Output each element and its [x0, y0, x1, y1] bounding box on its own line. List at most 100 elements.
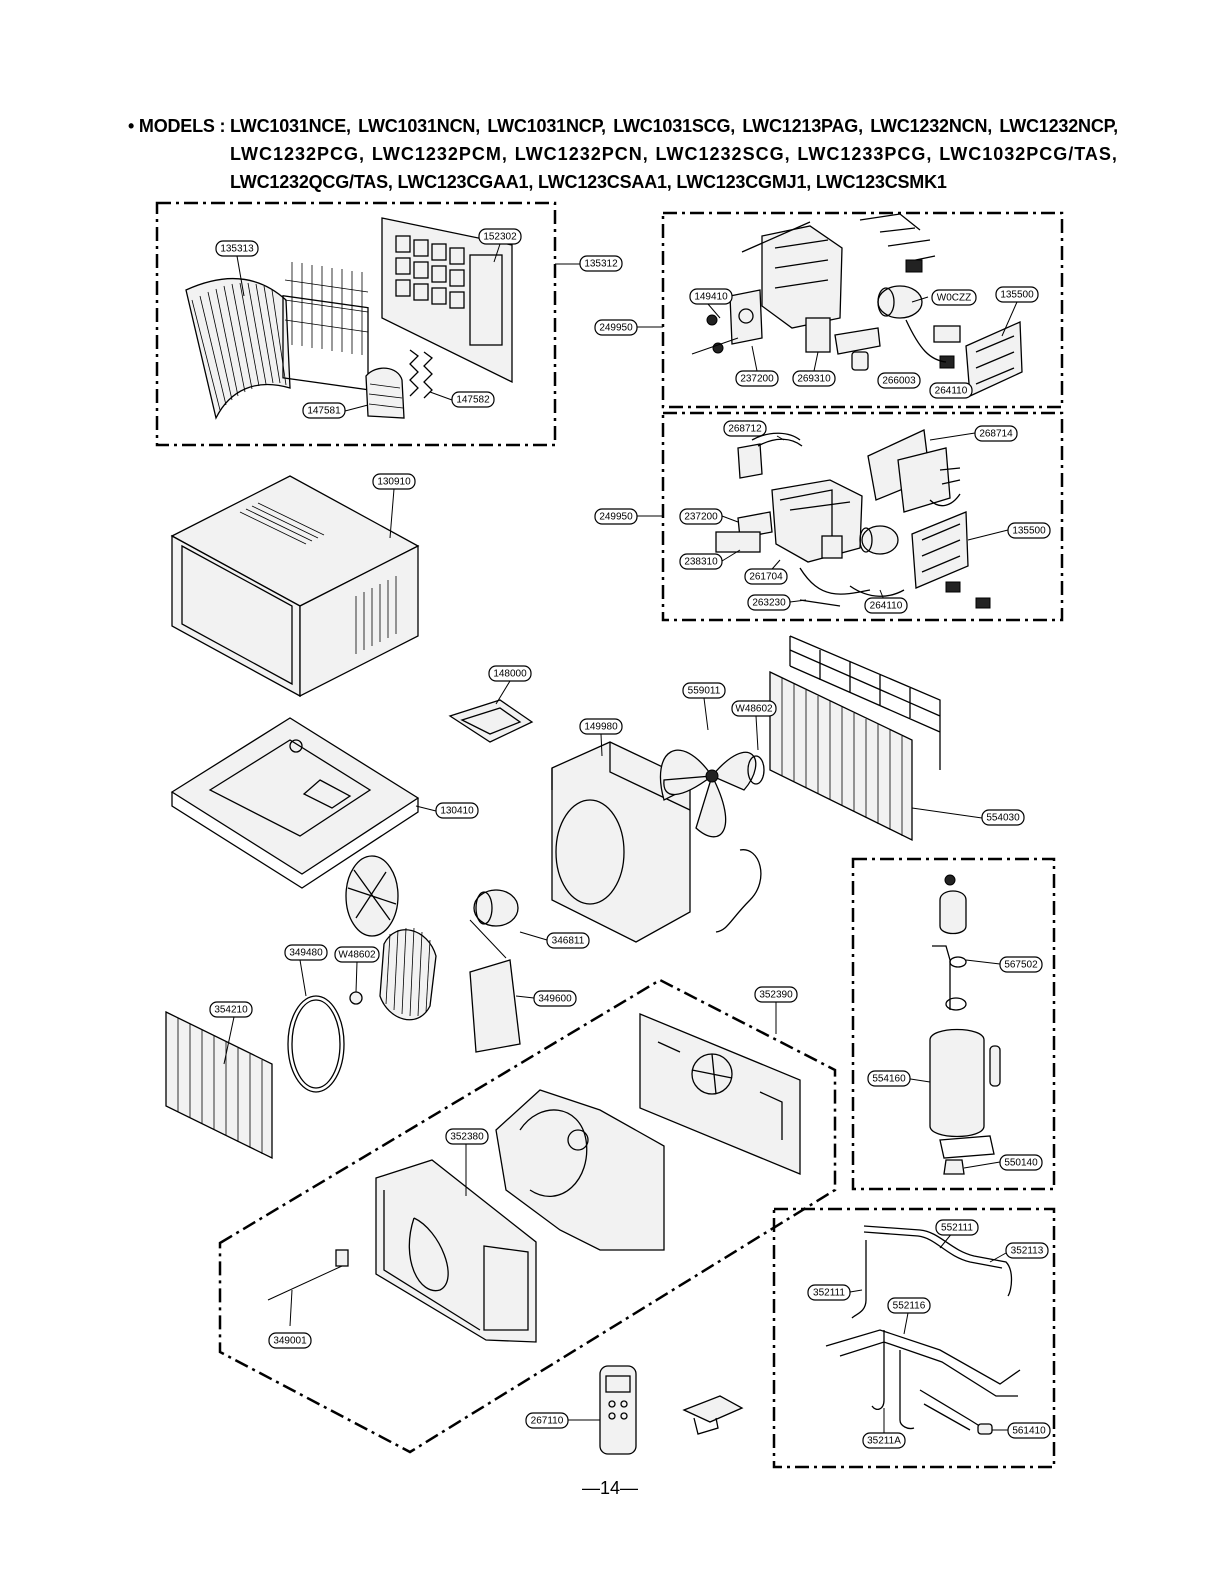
- callout-349480: 349480: [284, 944, 328, 961]
- svg-text:550140: 550140: [1004, 1158, 1038, 1169]
- callout-559011: 559011: [682, 682, 726, 699]
- callout-352111: 352111: [807, 1284, 851, 1301]
- callout-W48602-b: W48602: [334, 946, 380, 963]
- svg-text:147581: 147581: [307, 406, 341, 417]
- svg-text:35211A: 35211A: [867, 1436, 901, 1447]
- callout-554030: 554030: [981, 809, 1025, 826]
- model-name: LWC1031NCN,: [358, 116, 481, 136]
- model-name: LWC1232PCN,: [514, 144, 649, 164]
- piping-part: [825, 1225, 1021, 1435]
- models-header: • MODELS : LWC1031NCE, LWC1031NCN, LWC10…: [128, 112, 1118, 196]
- blower-fan-part: [345, 855, 437, 1021]
- control-box-b-part: [715, 429, 991, 609]
- svg-text:130410: 130410: [440, 806, 474, 817]
- model-name: LWC1032PCG/TAS,: [939, 144, 1118, 164]
- callout-148000: 148000: [488, 665, 532, 682]
- callout-135312: 135312: [579, 255, 623, 272]
- scroll-housing-part: [495, 1089, 665, 1251]
- svg-text:554030: 554030: [986, 813, 1020, 824]
- knob-part: [365, 367, 405, 419]
- svg-text:349001: 349001: [273, 1336, 307, 1347]
- compressor-group-frame: [851, 857, 1056, 1191]
- callout-267110: 267110: [525, 1412, 569, 1429]
- front-grille-part: [185, 277, 291, 420]
- svg-text:352113: 352113: [1011, 1246, 1044, 1257]
- model-name: LWC1232SCG,: [655, 144, 791, 164]
- svg-text:130910: 130910: [377, 477, 411, 488]
- callout-352390: 352390: [754, 986, 798, 1003]
- evaporator-part: [165, 1010, 273, 1160]
- callout-35211A: 35211A: [862, 1432, 906, 1449]
- front-frame-part: [381, 217, 513, 384]
- callout-W48602-a: W48602: [731, 700, 777, 717]
- axial-fan-part: [659, 749, 765, 838]
- remote-holder-part: [682, 1395, 744, 1435]
- callout-567502: 567502: [999, 956, 1043, 973]
- callout-249950-b: 249950: [594, 508, 638, 525]
- callout-249950-a: 249950: [594, 319, 638, 336]
- model-name: LWC1031NCP,: [487, 116, 606, 136]
- callout-354210: 354210: [209, 1001, 253, 1018]
- orifice-ring-part: [287, 991, 363, 1093]
- air-filter-part: [282, 262, 369, 391]
- svg-text:W0CZZ: W0CZZ: [937, 293, 971, 304]
- models-label: • MODELS :: [128, 116, 226, 136]
- callout-130910: 130910: [372, 473, 416, 490]
- callout-552111: 552111: [935, 1219, 979, 1236]
- model-name: LWC123CGAA1,: [397, 172, 534, 192]
- bracket-part: [448, 699, 534, 743]
- svg-text:354210: 354210: [214, 1005, 248, 1016]
- callout-238310: 238310: [679, 553, 723, 570]
- svg-text:567502: 567502: [1004, 960, 1038, 971]
- callout-352113: 352113: [1005, 1242, 1049, 1259]
- cabinet-part: [170, 475, 420, 698]
- svg-text:249950: 249950: [599, 512, 633, 523]
- svg-text:552116: 552116: [893, 1301, 926, 1312]
- svg-text:352390: 352390: [759, 990, 793, 1001]
- fan-motor-part: [469, 849, 762, 1053]
- callout-349600: 349600: [533, 990, 577, 1007]
- model-name: LWC1232NCN,: [870, 116, 993, 136]
- svg-text:238310: 238310: [684, 557, 718, 568]
- svg-text:135312: 135312: [584, 259, 618, 270]
- filter-clip-part: [409, 349, 433, 399]
- shroud-part: [551, 741, 691, 943]
- model-name: LWC123CSAA1,: [537, 172, 672, 192]
- callout-130410: 130410: [435, 802, 479, 819]
- models-line-1: LWC1031NCE, LWC1031NCN, LWC1031NCP, LWC1…: [230, 112, 1118, 140]
- svg-text:352380: 352380: [450, 1132, 484, 1143]
- svg-text:249950: 249950: [599, 323, 633, 334]
- svg-text:268712: 268712: [728, 424, 762, 435]
- svg-text:267110: 267110: [531, 1416, 564, 1427]
- svg-text:266003: 266003: [882, 376, 916, 387]
- callout-135313: 135313: [215, 240, 259, 257]
- page-number: —14—: [581, 1478, 639, 1498]
- models-list: LWC1031NCE, LWC1031NCN, LWC1031NCP, LWC1…: [230, 112, 1118, 196]
- model-name: LWC1232PCG,: [230, 144, 366, 164]
- svg-text:149980: 149980: [584, 722, 618, 733]
- model-name: LWC123CSMK1: [815, 172, 947, 192]
- svg-text:269310: 269310: [797, 374, 831, 385]
- model-name: LWC1213PAG,: [742, 116, 863, 136]
- callout-237200-a: 237200: [735, 370, 779, 387]
- svg-text:135313: 135313: [220, 244, 254, 255]
- callout-149410: 149410: [689, 288, 733, 305]
- thermistor-part: [267, 1249, 349, 1301]
- base-pan-part: [170, 717, 420, 889]
- callout-346811: 346811: [546, 932, 590, 949]
- svg-text:261704: 261704: [749, 572, 783, 583]
- svg-text:349480: 349480: [289, 948, 323, 959]
- callout-264110-a: 264110: [929, 382, 973, 399]
- callout-552116: 552116: [887, 1297, 931, 1314]
- svg-text:352111: 352111: [813, 1288, 845, 1299]
- svg-text:346811: 346811: [552, 936, 585, 947]
- orifice-group-frame: [218, 978, 837, 1454]
- svg-text:264110: 264110: [870, 601, 903, 612]
- control-box-a-part: [691, 213, 1023, 397]
- callout-147581: 147581: [302, 402, 346, 419]
- orifice-panel-part: [375, 1159, 537, 1343]
- models-line-3: LWC1232QCG/TAS, LWC123CGAA1, LWC123CSAA1…: [230, 168, 1118, 196]
- svg-text:147582: 147582: [456, 395, 490, 406]
- svg-text:148000: 148000: [493, 669, 527, 680]
- svg-text:W48602: W48602: [338, 950, 376, 961]
